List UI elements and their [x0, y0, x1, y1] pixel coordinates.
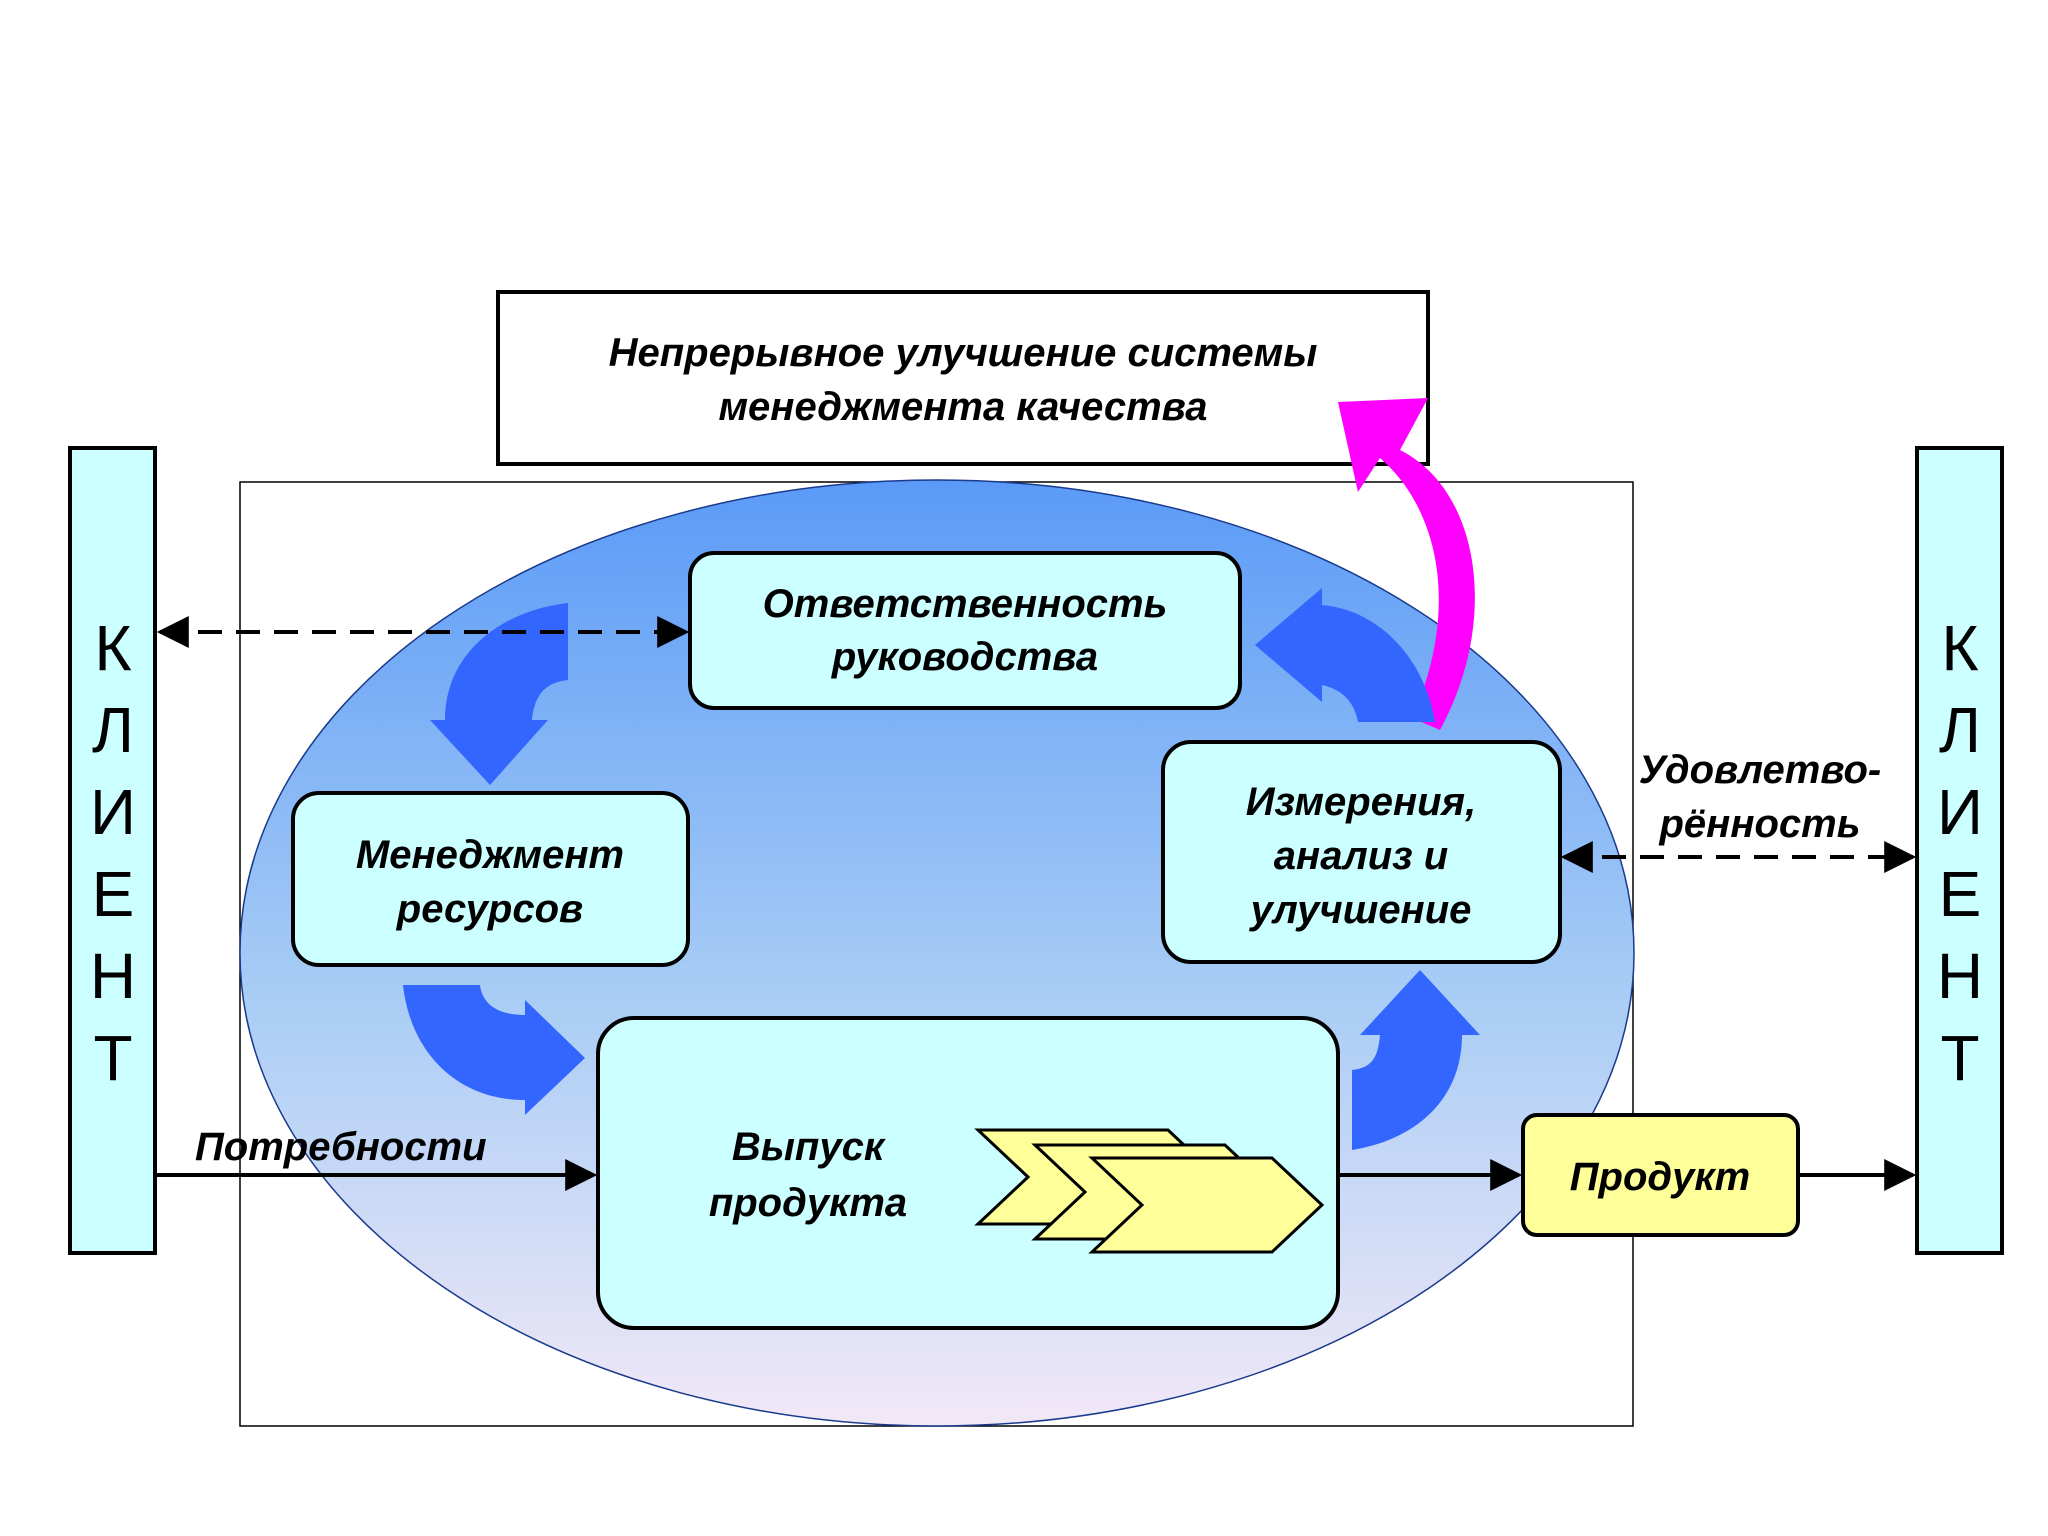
client-left-letter: Л: [92, 694, 134, 766]
production-line-2: продукта: [709, 1181, 907, 1225]
client-right-letter: Т: [1940, 1022, 1979, 1094]
product-label: Продукт: [1570, 1155, 1750, 1199]
client-left-letter: Т: [93, 1022, 132, 1094]
measurement-line-3: улучшение: [1249, 888, 1472, 932]
responsibility-line-1: Ответственность: [763, 582, 1168, 626]
satisfaction-label-line-1: Удовлетво-: [1639, 748, 1882, 792]
chevron-shape: [1088, 1156, 1325, 1254]
client-right-letter: К: [1941, 612, 1978, 684]
cycle-arrow-production-to-measurement: [1352, 970, 1480, 1150]
cycle-arrow-resources-to-production: [403, 985, 585, 1115]
client-right-letter: Л: [1939, 694, 1981, 766]
client-left-letter: К: [94, 612, 131, 684]
measurement-line-2: анализ и: [1274, 834, 1448, 878]
client-right-letter: И: [1937, 776, 1983, 848]
cycle-arrow-measurement-to-responsibility: [1255, 588, 1435, 722]
cycle-arrow-responsibility-to-resources: [430, 603, 568, 785]
client-left-letter: И: [90, 776, 136, 848]
resources-line-2: ресурсов: [396, 887, 583, 931]
client-right-letter: Н: [1937, 940, 1983, 1012]
production-box: Выпуск продукта: [596, 1016, 1340, 1330]
resources-box: Менеджмент ресурсов: [291, 791, 690, 967]
continuous-improvement-box: Непрерывное улучшение системы менеджмент…: [496, 290, 1430, 466]
resources-line-1: Менеджмент: [356, 833, 624, 877]
connectors: [156, 616, 1917, 1191]
production-line-1: Выпуск: [732, 1125, 886, 1169]
cycle-arrows: [403, 588, 1480, 1150]
needs-label: Потребности: [195, 1125, 487, 1169]
product-box: Продукт: [1521, 1113, 1800, 1237]
measurement-line-1: Измерения,: [1246, 780, 1476, 824]
client-left-letter: Е: [92, 858, 135, 930]
client-left: К Л И Е Н Т: [68, 446, 157, 1255]
continuous-improvement-line-2: менеджмента качества: [718, 385, 1207, 429]
client-left-letter: Н: [90, 940, 136, 1012]
responsibility-line-2: руководства: [831, 635, 1098, 679]
measurement-box: Измерения, анализ и улучшение: [1161, 740, 1562, 964]
responsibility-box: Ответственность руководства: [688, 551, 1242, 710]
client-right-letter: Е: [1939, 858, 1982, 930]
continuous-improvement-line-1: Непрерывное улучшение системы: [609, 331, 1318, 375]
client-right: К Л И Е Н Т: [1915, 446, 2004, 1255]
satisfaction-label-line-2: рённость: [1659, 802, 1861, 846]
improvement-arrow: [1338, 398, 1475, 730]
